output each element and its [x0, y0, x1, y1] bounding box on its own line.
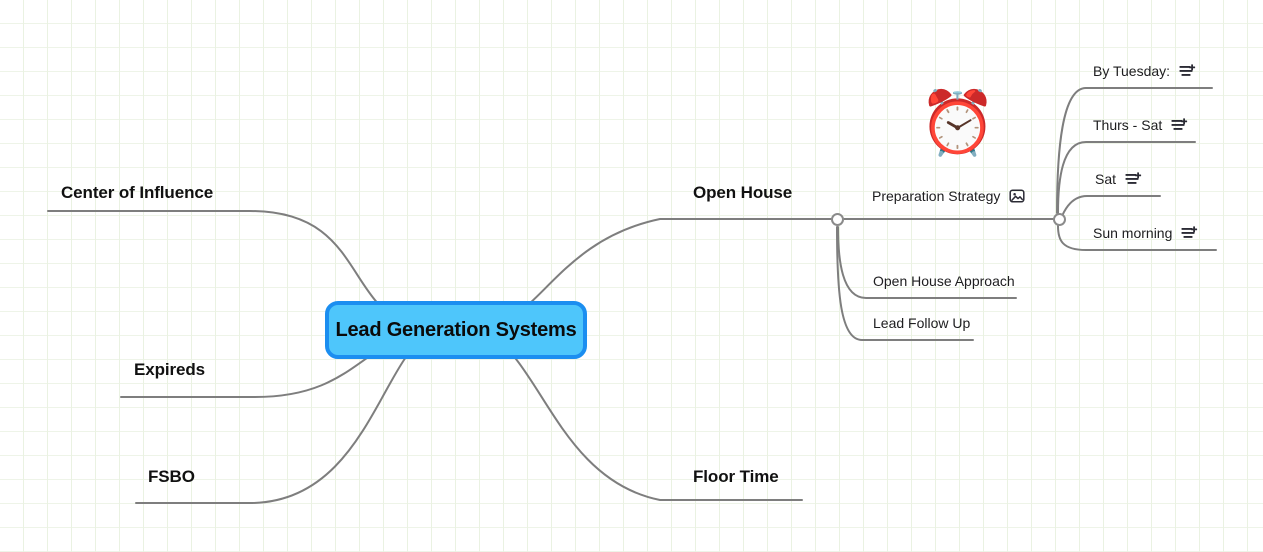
- collapse-handle-open-house[interactable]: [831, 213, 844, 226]
- node-lead-follow-up[interactable]: Lead Follow Up: [873, 314, 970, 332]
- node-sat[interactable]: Sat: [1095, 170, 1142, 188]
- image-icon[interactable]: [1009, 188, 1025, 204]
- node-floor-time-label: Floor Time: [693, 467, 779, 486]
- node-floor-time[interactable]: Floor Time: [693, 467, 779, 487]
- node-center-of-influence[interactable]: Center of Influence: [61, 183, 213, 203]
- add-note-icon[interactable]: [1179, 63, 1196, 79]
- node-open-house-label: Open House: [693, 183, 793, 202]
- node-thurs-sat[interactable]: Thurs - Sat: [1093, 116, 1188, 134]
- collapse-handle-preparation-strategy[interactable]: [1053, 213, 1066, 226]
- node-preparation-strategy-label: Preparation Strategy: [872, 188, 1001, 204]
- node-fsbo-label: FSBO: [148, 467, 195, 486]
- add-note-icon[interactable]: [1171, 117, 1188, 133]
- add-note-icon[interactable]: [1125, 171, 1142, 187]
- node-by-tuesday[interactable]: By Tuesday:: [1093, 62, 1196, 80]
- root-node[interactable]: Lead Generation Systems: [325, 301, 587, 359]
- add-note-icon[interactable]: [1181, 225, 1198, 241]
- alarm-clock-emoji-glyph: ⏰: [919, 89, 997, 158]
- edge-by-tuesday: [1056, 87, 1213, 214]
- node-open-house[interactable]: Open House: [693, 183, 792, 203]
- node-open-house-approach[interactable]: Open House Approach: [873, 272, 1015, 290]
- node-by-tuesday-label: By Tuesday:: [1093, 63, 1171, 79]
- node-open-house-approach-label: Open House Approach: [873, 273, 1015, 289]
- node-sun-morning-label: Sun morning: [1093, 225, 1173, 241]
- node-expireds[interactable]: Expireds: [134, 360, 205, 380]
- node-center-of-influence-label: Center of Influence: [61, 183, 214, 202]
- node-preparation-strategy[interactable]: Preparation Strategy: [872, 187, 1025, 205]
- node-fsbo[interactable]: FSBO: [148, 467, 195, 487]
- node-sun-morning[interactable]: Sun morning: [1093, 224, 1198, 242]
- alarm-clock-emoji: ⏰: [919, 93, 996, 155]
- node-lead-follow-up-label: Lead Follow Up: [873, 315, 971, 331]
- node-sat-label: Sat: [1095, 171, 1117, 187]
- root-node-label: Lead Generation Systems: [335, 318, 577, 341]
- node-thurs-sat-label: Thurs - Sat: [1093, 117, 1163, 133]
- node-expireds-label: Expireds: [134, 360, 206, 379]
- edge-sat: [1058, 195, 1161, 224]
